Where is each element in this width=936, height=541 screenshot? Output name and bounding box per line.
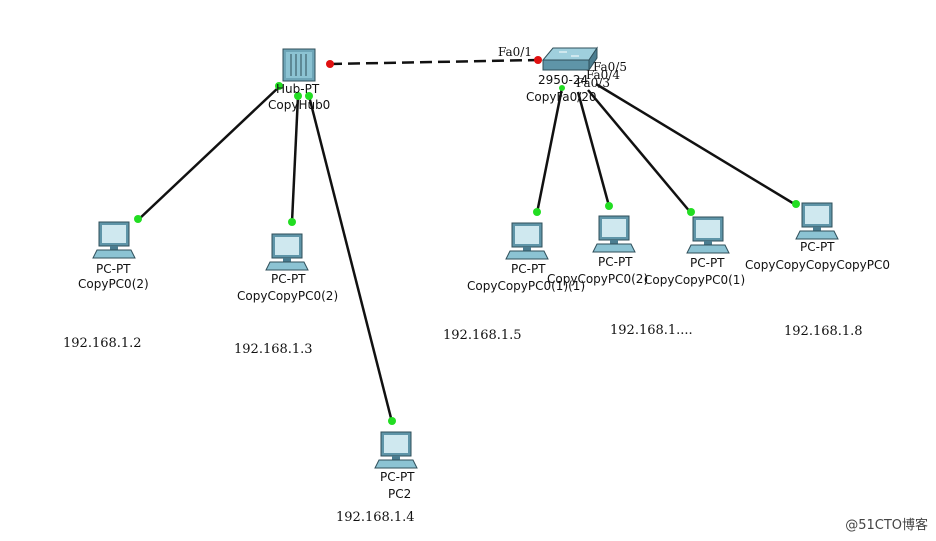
light-up xyxy=(294,92,302,100)
ip-pc-s4: 192.168.1.8 xyxy=(784,324,863,339)
pc-mid-name: CopyCopyPC0(2) xyxy=(237,289,339,303)
pc-s3-icon[interactable] xyxy=(686,216,730,254)
light-up xyxy=(687,208,695,216)
switch-type-label: 2950-24 xyxy=(538,73,589,87)
pc-left-type: PC-PT xyxy=(96,262,131,276)
ip-pc-s2: 192.168.1.... xyxy=(610,323,693,338)
pc-s4-icon[interactable] xyxy=(795,202,839,240)
link-switch-pc-s3[interactable] xyxy=(587,89,692,214)
ip-pc-mid: 192.168.1.3 xyxy=(234,342,313,357)
port-label-fa05: Fa0/5 xyxy=(593,60,627,74)
hub-name-label: CopyHub0 xyxy=(268,98,331,112)
port-label-fa01: Fa0/1 xyxy=(498,45,532,59)
link-switch-pc-s4[interactable] xyxy=(595,82,797,207)
pc-s1-type: PC-PT xyxy=(511,262,546,276)
light-down xyxy=(326,60,334,68)
link-lights xyxy=(134,56,800,425)
switch-name-label: CopyFa0/20 xyxy=(526,90,597,104)
ip-pc-s1: 192.168.1.5 xyxy=(443,328,522,343)
light-up xyxy=(288,218,296,226)
pc-s3-name: CopyCopyPC0(1) xyxy=(644,273,746,287)
pc-s4-type: PC-PT xyxy=(800,240,835,254)
pc-s2-name: CopyCopyPC0(2) xyxy=(547,272,649,286)
watermark: @51CTO博客 xyxy=(845,518,928,533)
links xyxy=(137,58,797,423)
pc-bottom-icon[interactable] xyxy=(374,431,418,469)
switch-icon[interactable] xyxy=(541,46,598,72)
light-up xyxy=(275,82,283,90)
pc-bottom-type: PC-PT xyxy=(380,470,415,484)
link-hub-pc-bottom[interactable] xyxy=(307,95,394,423)
pc-left-name: CopyPC0(2) xyxy=(78,277,149,291)
light-up xyxy=(305,92,313,100)
light-up xyxy=(605,202,613,210)
pc-s1-name: CopyCopyPC0(1)(1) xyxy=(467,279,586,293)
pc-left-icon[interactable] xyxy=(92,221,136,259)
light-up xyxy=(792,200,800,208)
light-up xyxy=(533,208,541,216)
hub-icon[interactable] xyxy=(282,48,316,82)
ip-pc-left: 192.168.1.2 xyxy=(63,336,142,351)
light-up xyxy=(559,85,565,91)
pc-mid-type: PC-PT xyxy=(271,272,306,286)
hub-type-label: Hub-PT xyxy=(276,82,320,96)
light-down xyxy=(534,56,542,64)
link-hub-switch[interactable] xyxy=(329,58,539,66)
pc-s1-icon[interactable] xyxy=(505,222,549,260)
port-label-fa03: Fa0/3 xyxy=(576,76,610,90)
pc-mid-icon[interactable] xyxy=(265,233,309,271)
port-label-fa04: Fa0/4 xyxy=(586,68,620,82)
pc-s2-icon[interactable] xyxy=(592,215,636,253)
pc-bottom-name: PC2 xyxy=(388,487,412,501)
pc-s4-name: CopyCopyCopyCopyPC0 xyxy=(745,258,891,272)
light-up xyxy=(388,417,396,425)
link-switch-pc-s1[interactable] xyxy=(535,87,564,214)
light-up xyxy=(134,215,142,223)
link-switch-pc-s2[interactable] xyxy=(576,91,611,207)
pc-s3-type: PC-PT xyxy=(690,256,725,270)
pc-s2-type: PC-PT xyxy=(598,255,633,269)
link-hub-pc-left[interactable] xyxy=(137,86,280,221)
link-hub-pc-mid[interactable] xyxy=(290,95,300,223)
pc-icons xyxy=(92,202,839,469)
ip-pc-bottom: 192.168.1.4 xyxy=(336,510,415,525)
